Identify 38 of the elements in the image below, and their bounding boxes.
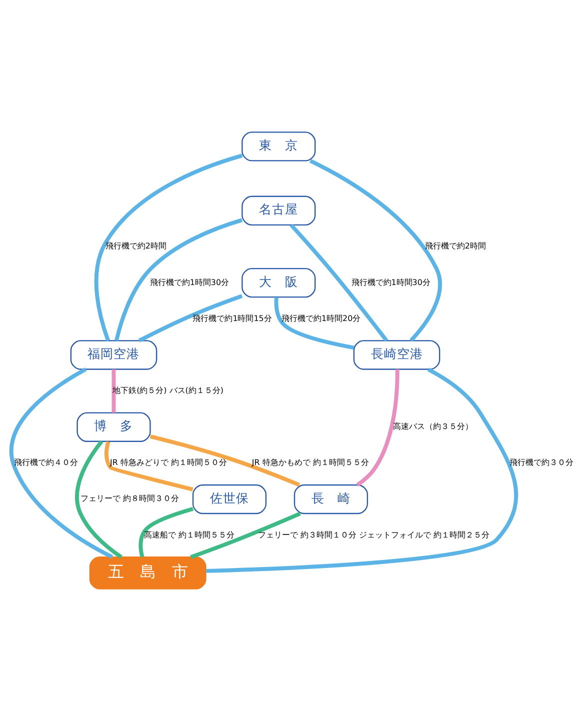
edge-label: 飛行機で約1時間15分	[192, 313, 272, 322]
connector	[138, 506, 194, 557]
node-box: 五 島 市	[89, 556, 206, 589]
connector	[114, 218, 243, 341]
connector	[138, 294, 243, 342]
connector	[112, 368, 116, 412]
node-box: 佐世保	[192, 484, 267, 514]
edge-label: JR 特急かもめで 約１時間５５分	[252, 458, 369, 467]
connector	[104, 440, 194, 491]
node-box: 長崎空港	[353, 340, 440, 370]
edge-label: フェリーで 約３時間１０分 ジェットフォイルで 約１時間２５分	[258, 530, 490, 539]
connector	[75, 440, 122, 558]
connector	[309, 158, 442, 342]
edge-label: 飛行機で約1時間20分	[282, 313, 361, 322]
connector	[356, 368, 400, 486]
node-box: 長 崎	[294, 484, 368, 514]
edge-label: 飛行機で約1時間30分	[150, 277, 229, 286]
connector	[190, 511, 301, 558]
edge-label: 地下鉄(約５分) バス(約１５分)	[112, 386, 224, 395]
connector	[206, 367, 518, 572]
connector	[10, 367, 114, 558]
node-box: 東 京	[242, 131, 316, 161]
edge-label: JR 特急みどりで 約１時間５０分	[110, 458, 227, 467]
node-box: 博 多	[76, 412, 151, 442]
edge-label: フェリーで 約８時間３０分	[80, 494, 179, 503]
edge-label: 飛行機で約2時間	[105, 241, 166, 250]
connector	[290, 223, 388, 342]
edge-label: 飛行機で約2時間	[424, 241, 486, 250]
edge-label: 高速バス（約３５分）	[393, 422, 474, 431]
edge-label: 飛行機で約３０分	[509, 458, 574, 467]
edge-label: 高速船で 約１時間５５分	[144, 530, 234, 539]
node-box: 福岡空港	[70, 340, 158, 370]
connector	[274, 296, 354, 350]
node-box: 大 阪	[242, 267, 316, 298]
connector	[94, 153, 243, 341]
connector	[150, 434, 300, 486]
edge-label: 飛行機で約1時間30分	[351, 277, 430, 286]
node-box: 名古屋	[242, 195, 316, 226]
